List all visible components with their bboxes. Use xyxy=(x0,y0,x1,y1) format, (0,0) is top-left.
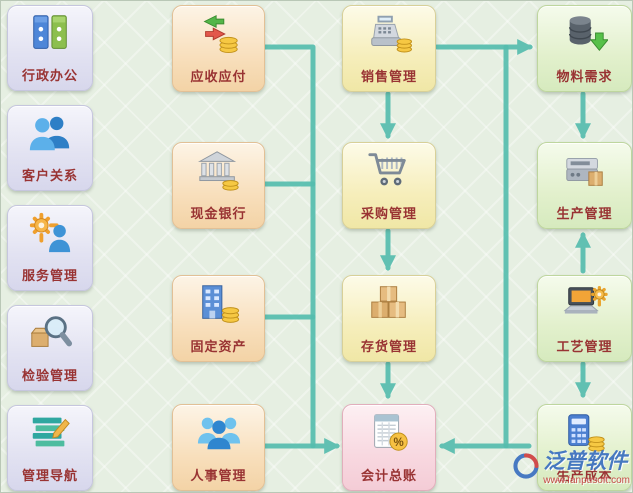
magnifier-box-icon xyxy=(27,310,73,356)
boxes-icon xyxy=(366,280,412,326)
module-card-inventory-management[interactable]: 存货管理 xyxy=(342,275,436,362)
ledger-percent-icon: % xyxy=(366,409,412,455)
module-label: 物料需求 xyxy=(556,69,613,84)
binders-icon xyxy=(27,10,73,56)
module-label: 销售管理 xyxy=(360,69,417,84)
module-label: 存货管理 xyxy=(360,339,417,354)
module-card-material-requirements[interactable]: 物料需求 xyxy=(537,5,632,92)
sidebar-item-inspection-management[interactable]: 检验管理 xyxy=(7,305,93,391)
module-label: 应收应付 xyxy=(190,69,247,84)
module-card-purchase-management[interactable]: 采购管理 xyxy=(342,142,436,229)
sidebar-item-admin-office[interactable]: 行政办公 xyxy=(7,5,93,91)
bank-coins-icon xyxy=(196,147,242,193)
module-card-process-management[interactable]: 工艺管理 xyxy=(537,275,632,362)
gear-person-icon xyxy=(27,210,73,256)
module-label: 现金银行 xyxy=(190,206,247,221)
sidebar-item-management-navigation[interactable]: 管理导航 xyxy=(7,405,93,491)
module-card-production-management[interactable]: 生产管理 xyxy=(537,142,632,229)
connector-receivables-trunk xyxy=(262,44,316,449)
sidebar-item-label: 客户关系 xyxy=(21,168,78,183)
sidebar-item-label: 行政办公 xyxy=(21,68,78,83)
module-card-fixed-assets[interactable]: 固定资产 xyxy=(172,275,265,362)
module-label: 生产成本 xyxy=(556,468,613,483)
cash-register-icon xyxy=(366,10,412,56)
module-card-general-ledger[interactable]: % 会计总账 xyxy=(342,404,436,491)
module-label: 会计总账 xyxy=(360,468,417,483)
laptop-gear-icon xyxy=(562,280,608,326)
shopping-cart-icon xyxy=(366,147,412,193)
sidebar-item-customer-relations[interactable]: 客户关系 xyxy=(7,105,93,191)
module-label: 生产管理 xyxy=(556,206,613,221)
sidebar-item-label: 服务管理 xyxy=(21,268,78,283)
database-arrow-icon xyxy=(562,10,609,56)
module-card-receivables-payables[interactable]: 应收应付 xyxy=(172,5,265,92)
stacked-boards-icon xyxy=(27,410,73,456)
module-label: 人事管理 xyxy=(190,468,247,483)
sidebar-item-service-management[interactable]: 服务管理 xyxy=(7,205,93,291)
machine-box-icon xyxy=(562,147,608,193)
module-card-sales-management[interactable]: 销售管理 xyxy=(342,5,436,92)
calculator-coins-icon xyxy=(562,409,608,455)
building-coins-icon xyxy=(196,280,242,326)
people-group-icon xyxy=(196,409,242,455)
svg-text:%: % xyxy=(393,437,403,449)
sidebar-item-label: 管理导航 xyxy=(21,468,78,483)
module-card-cash-bank[interactable]: 现金银行 xyxy=(172,142,265,229)
module-label: 采购管理 xyxy=(360,206,417,221)
exchange-arrows-coins-icon xyxy=(196,10,242,56)
module-card-hr-management[interactable]: 人事管理 xyxy=(172,404,265,491)
sidebar-item-label: 检验管理 xyxy=(21,368,78,383)
module-label: 固定资产 xyxy=(190,339,247,354)
module-label: 工艺管理 xyxy=(556,339,613,354)
two-people-icon xyxy=(27,110,73,156)
module-card-production-cost[interactable]: 生产成本 xyxy=(537,404,632,491)
